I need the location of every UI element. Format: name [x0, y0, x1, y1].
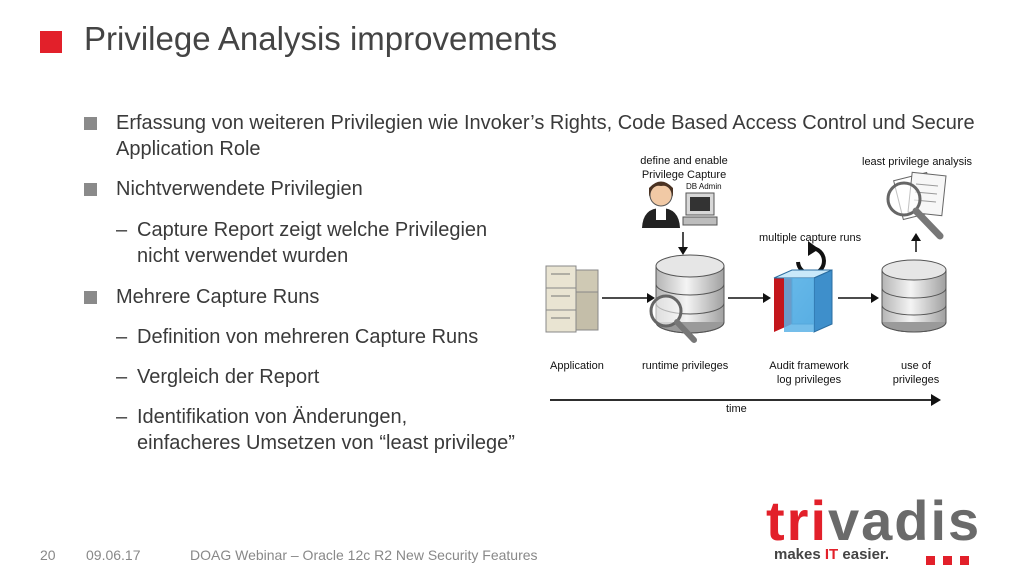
page-number: 20 — [40, 547, 56, 563]
sub-bullet-item: – Vergleich der Report — [116, 364, 319, 390]
bullet-text: Mehrere Capture Runs — [116, 286, 320, 308]
audit-label: Audit framework log privileges — [769, 360, 849, 386]
bullet-square-icon — [84, 183, 97, 196]
least-privilege-label: least privilege analysis — [862, 156, 973, 168]
bullet-square-icon — [84, 117, 97, 130]
privilege-capture-diagram: define and enable Privilege Capture DB A… — [536, 148, 976, 418]
sub-bullet-text: Vergleich der Report — [137, 366, 320, 388]
sub-bullet-item: – Definition von mehreren Capture Runs — [116, 324, 478, 350]
db-admin-label: DB Admin — [686, 182, 722, 191]
bullet-item: Nichtverwendete Privilegien — [84, 176, 984, 202]
server-icon — [545, 265, 599, 333]
computer-icon — [682, 192, 718, 226]
logo-slogan: makes IT easier. — [774, 546, 890, 563]
admin-person-icon — [642, 181, 680, 228]
audit-cube-icon — [773, 269, 833, 333]
time-label: time — [726, 403, 747, 415]
dash-marker: – — [116, 406, 128, 428]
logo-dots — [926, 552, 977, 570]
report-document-icon — [886, 171, 947, 240]
trivadis-logo: trivadis makes IT easier. — [766, 492, 992, 566]
use-database-icon — [881, 259, 947, 333]
logo-wordmark: trivadis — [766, 489, 982, 552]
bullet-text: Nichtverwendete Privilegien — [116, 178, 363, 200]
bullet-item: Mehrere Capture Runs — [84, 284, 984, 310]
sub-bullet-text: nicht verwendet wurden — [137, 245, 349, 267]
refresh-icon — [796, 241, 826, 276]
bullet-text: Erfassung von weiteren Privilegien wie I… — [116, 112, 975, 160]
diagram-graphics — [545, 171, 947, 406]
bullet-square-icon — [84, 291, 97, 304]
define-label: define and enable Privilege Capture — [640, 155, 728, 181]
footer-text: DOAG Webinar – Oracle 12c R2 New Securit… — [190, 547, 538, 563]
application-label: Application — [550, 360, 604, 372]
sub-bullet-item: – Capture Report zeigt welche Privilegie… — [116, 217, 487, 269]
title-marker — [40, 31, 62, 53]
bullet-item: Erfassung von weiteren Privilegien wie I… — [84, 110, 984, 162]
multiple-runs-label: multiple capture runs — [759, 232, 862, 244]
runtime-database-icon — [655, 254, 725, 334]
sub-bullet-text: einfacheres Umsetzen von “least privileg… — [137, 432, 515, 454]
sub-bullet-text: Capture Report zeigt welche Privilegien — [137, 219, 488, 241]
dash-marker: – — [116, 326, 128, 348]
sub-bullet-item: – Identifikation von Änderungen, einfach… — [116, 404, 515, 456]
runtime-label: runtime privileges — [642, 360, 729, 372]
magnifier-icon — [649, 294, 697, 343]
footer-date: 09.06.17 — [86, 547, 141, 563]
dash-marker: – — [116, 219, 128, 241]
use-label: use of privileges — [892, 360, 940, 386]
dash-marker: – — [116, 366, 128, 388]
sub-bullet-text: Identifikation von Änderungen, — [137, 406, 408, 428]
page-title: Privilege Analysis improvements — [84, 20, 558, 57]
sub-bullet-text: Definition von mehreren Capture Runs — [137, 326, 479, 348]
